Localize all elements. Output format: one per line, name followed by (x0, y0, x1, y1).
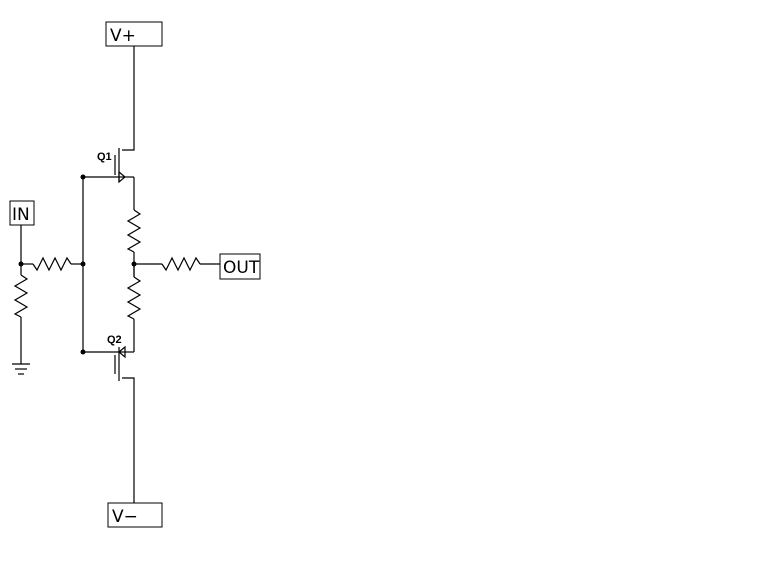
q2-label: Q2 (107, 334, 122, 346)
input-shunt-resistor (13, 274, 29, 318)
q2-arrow-icon (118, 345, 126, 359)
q1-label: Q1 (97, 151, 112, 163)
gate-junction-top (80, 174, 86, 180)
output-resistor (161, 256, 201, 272)
out-label: OUT (219, 253, 261, 280)
ground-icon (12, 363, 30, 375)
vminus-label: V− (107, 502, 163, 528)
in-text: IN (12, 205, 30, 225)
vminus-rail (122, 377, 135, 503)
vplus-text: V+ (110, 26, 136, 46)
mid-junction (131, 261, 137, 267)
out-text: OUT (223, 258, 260, 278)
q2-transistor: Q2 (107, 334, 134, 381)
lower-resistor (126, 276, 142, 320)
gate-junction-bottom (80, 349, 86, 355)
input-series-resistor (32, 256, 72, 272)
vplus-label: V+ (105, 21, 163, 47)
upper-resistor (126, 209, 142, 253)
in-label: IN (9, 200, 35, 226)
vminus-text: V− (112, 507, 138, 527)
q1-transistor: Q1 (97, 148, 134, 184)
vplus-rail (122, 46, 135, 151)
